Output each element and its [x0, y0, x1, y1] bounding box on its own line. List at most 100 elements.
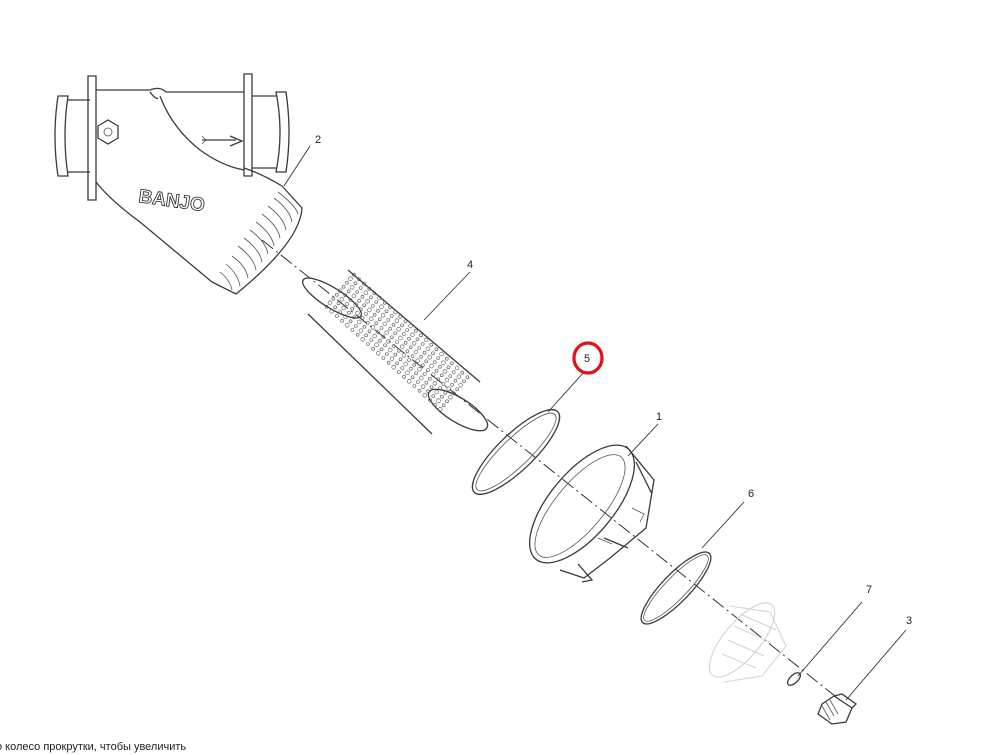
- callout-5: 5: [547, 341, 604, 413]
- perforation-hole: [389, 335, 394, 340]
- perforation-hole: [440, 394, 444, 399]
- perforation-hole: [401, 353, 407, 358]
- callout-label-7: 7: [866, 584, 872, 596]
- perforation-hole: [419, 333, 423, 338]
- perforation-hole: [434, 389, 439, 395]
- perforation-hole: [345, 280, 349, 285]
- perforation-hole: [446, 386, 451, 391]
- perforation-hole: [367, 286, 372, 291]
- perforation-hole: [424, 359, 429, 364]
- perforation-hole: [432, 381, 438, 386]
- perforation-hole: [415, 337, 420, 342]
- perforation-hole: [366, 342, 370, 346]
- perforation-hole: [434, 368, 439, 373]
- perforation-hole: [339, 297, 345, 302]
- perforation-hole: [391, 365, 396, 370]
- perforation-hole: [379, 347, 384, 352]
- perforation-hole: [388, 326, 392, 331]
- part-6-o-ring: [640, 551, 712, 625]
- perforation-hole: [431, 394, 436, 398]
- perforation-hole: [436, 398, 441, 403]
- perforation-hole: [341, 284, 346, 289]
- perforation-hole: [358, 286, 363, 290]
- perforation-hole: [431, 372, 436, 377]
- perforation-hole: [465, 375, 470, 380]
- perforation-hole: [417, 346, 422, 350]
- perforation-hole: [414, 371, 418, 376]
- perforation-hole: [369, 338, 374, 342]
- perforation-hole: [458, 383, 463, 388]
- part-4-filter-screen: [302, 269, 489, 435]
- perforation-hole: [357, 319, 362, 325]
- perforation-hole: [376, 351, 381, 356]
- perforation-hole: [367, 329, 372, 334]
- perforation-hole: [353, 281, 358, 286]
- part-1-bowl-nut: [528, 444, 655, 583]
- perforation-hole: [434, 347, 439, 352]
- perforation-hole: [376, 330, 380, 334]
- perforation-hole: [426, 389, 430, 394]
- perforation-hole: [401, 332, 406, 336]
- perforation-hole: [365, 320, 370, 325]
- zoom-hint-text: о колесо прокрутки, чтобы увеличить: [0, 741, 187, 753]
- perforation-hole: [412, 384, 417, 388]
- perforation-hole: [389, 356, 395, 361]
- perforation-hole: [453, 378, 458, 383]
- perforation-hole: [348, 319, 353, 324]
- perforation-hole: [384, 352, 389, 356]
- perforation-hole: [360, 337, 365, 342]
- perforation-hole: [384, 330, 389, 335]
- perforation-hole: [462, 379, 466, 384]
- perforation-hole: [400, 344, 405, 349]
- perforation-hole: [362, 324, 367, 329]
- perforation-hole: [379, 304, 384, 309]
- perforation-hole: [338, 288, 343, 293]
- callout-3: 3: [845, 615, 912, 701]
- perforation-hole: [388, 347, 393, 353]
- perforation-hole: [358, 328, 364, 333]
- callout-label-4: 4: [467, 259, 473, 271]
- perforation-hole: [444, 356, 449, 361]
- perforation-hole: [412, 362, 417, 367]
- perforation-hole: [429, 363, 434, 369]
- perforation-hole: [407, 379, 412, 384]
- callout-5-highlight-ring: [572, 341, 604, 375]
- perforation-hole: [407, 336, 411, 341]
- perforation-hole: [358, 307, 363, 312]
- perforation-hole: [394, 318, 400, 323]
- perforation-hole: [448, 374, 453, 378]
- perforation-hole: [396, 348, 401, 353]
- perforation-hole: [376, 308, 380, 313]
- perforation-hole: [420, 342, 425, 346]
- perforation-hole: [348, 276, 353, 281]
- assembly-axis: [261, 239, 841, 701]
- perforation-hole: [379, 326, 384, 330]
- perforation-hole: [386, 360, 391, 365]
- perforation-hole: [427, 355, 432, 360]
- perforation-hole: [374, 342, 379, 347]
- perforation-hole: [422, 372, 427, 376]
- perforation-hole: [329, 309, 334, 314]
- perforation-hole: [395, 361, 399, 366]
- perforation-hole: [391, 344, 396, 348]
- perforation-hole: [400, 366, 405, 370]
- perforation-hole: [360, 294, 365, 299]
- perforation-hole: [438, 407, 443, 412]
- perforation-hole: [336, 301, 341, 306]
- perforation-hole: [355, 311, 360, 316]
- perforation-hole: [450, 382, 454, 387]
- perforation-hole: [420, 384, 426, 389]
- perforation-hole: [411, 341, 417, 346]
- perforation-hole: [372, 333, 377, 339]
- perforation-hole: [436, 377, 441, 382]
- perforation-hole: [369, 316, 374, 321]
- perforation-hole: [393, 352, 398, 357]
- perforation-hole: [363, 290, 369, 295]
- perforation-hole: [441, 360, 446, 365]
- perforation-hole: [409, 366, 413, 371]
- perforation-hole: [345, 302, 349, 306]
- callout-label-1: 1: [656, 411, 662, 423]
- perforation-hole: [381, 356, 386, 360]
- perforation-hole: [352, 315, 356, 320]
- perforation-hole: [353, 302, 358, 307]
